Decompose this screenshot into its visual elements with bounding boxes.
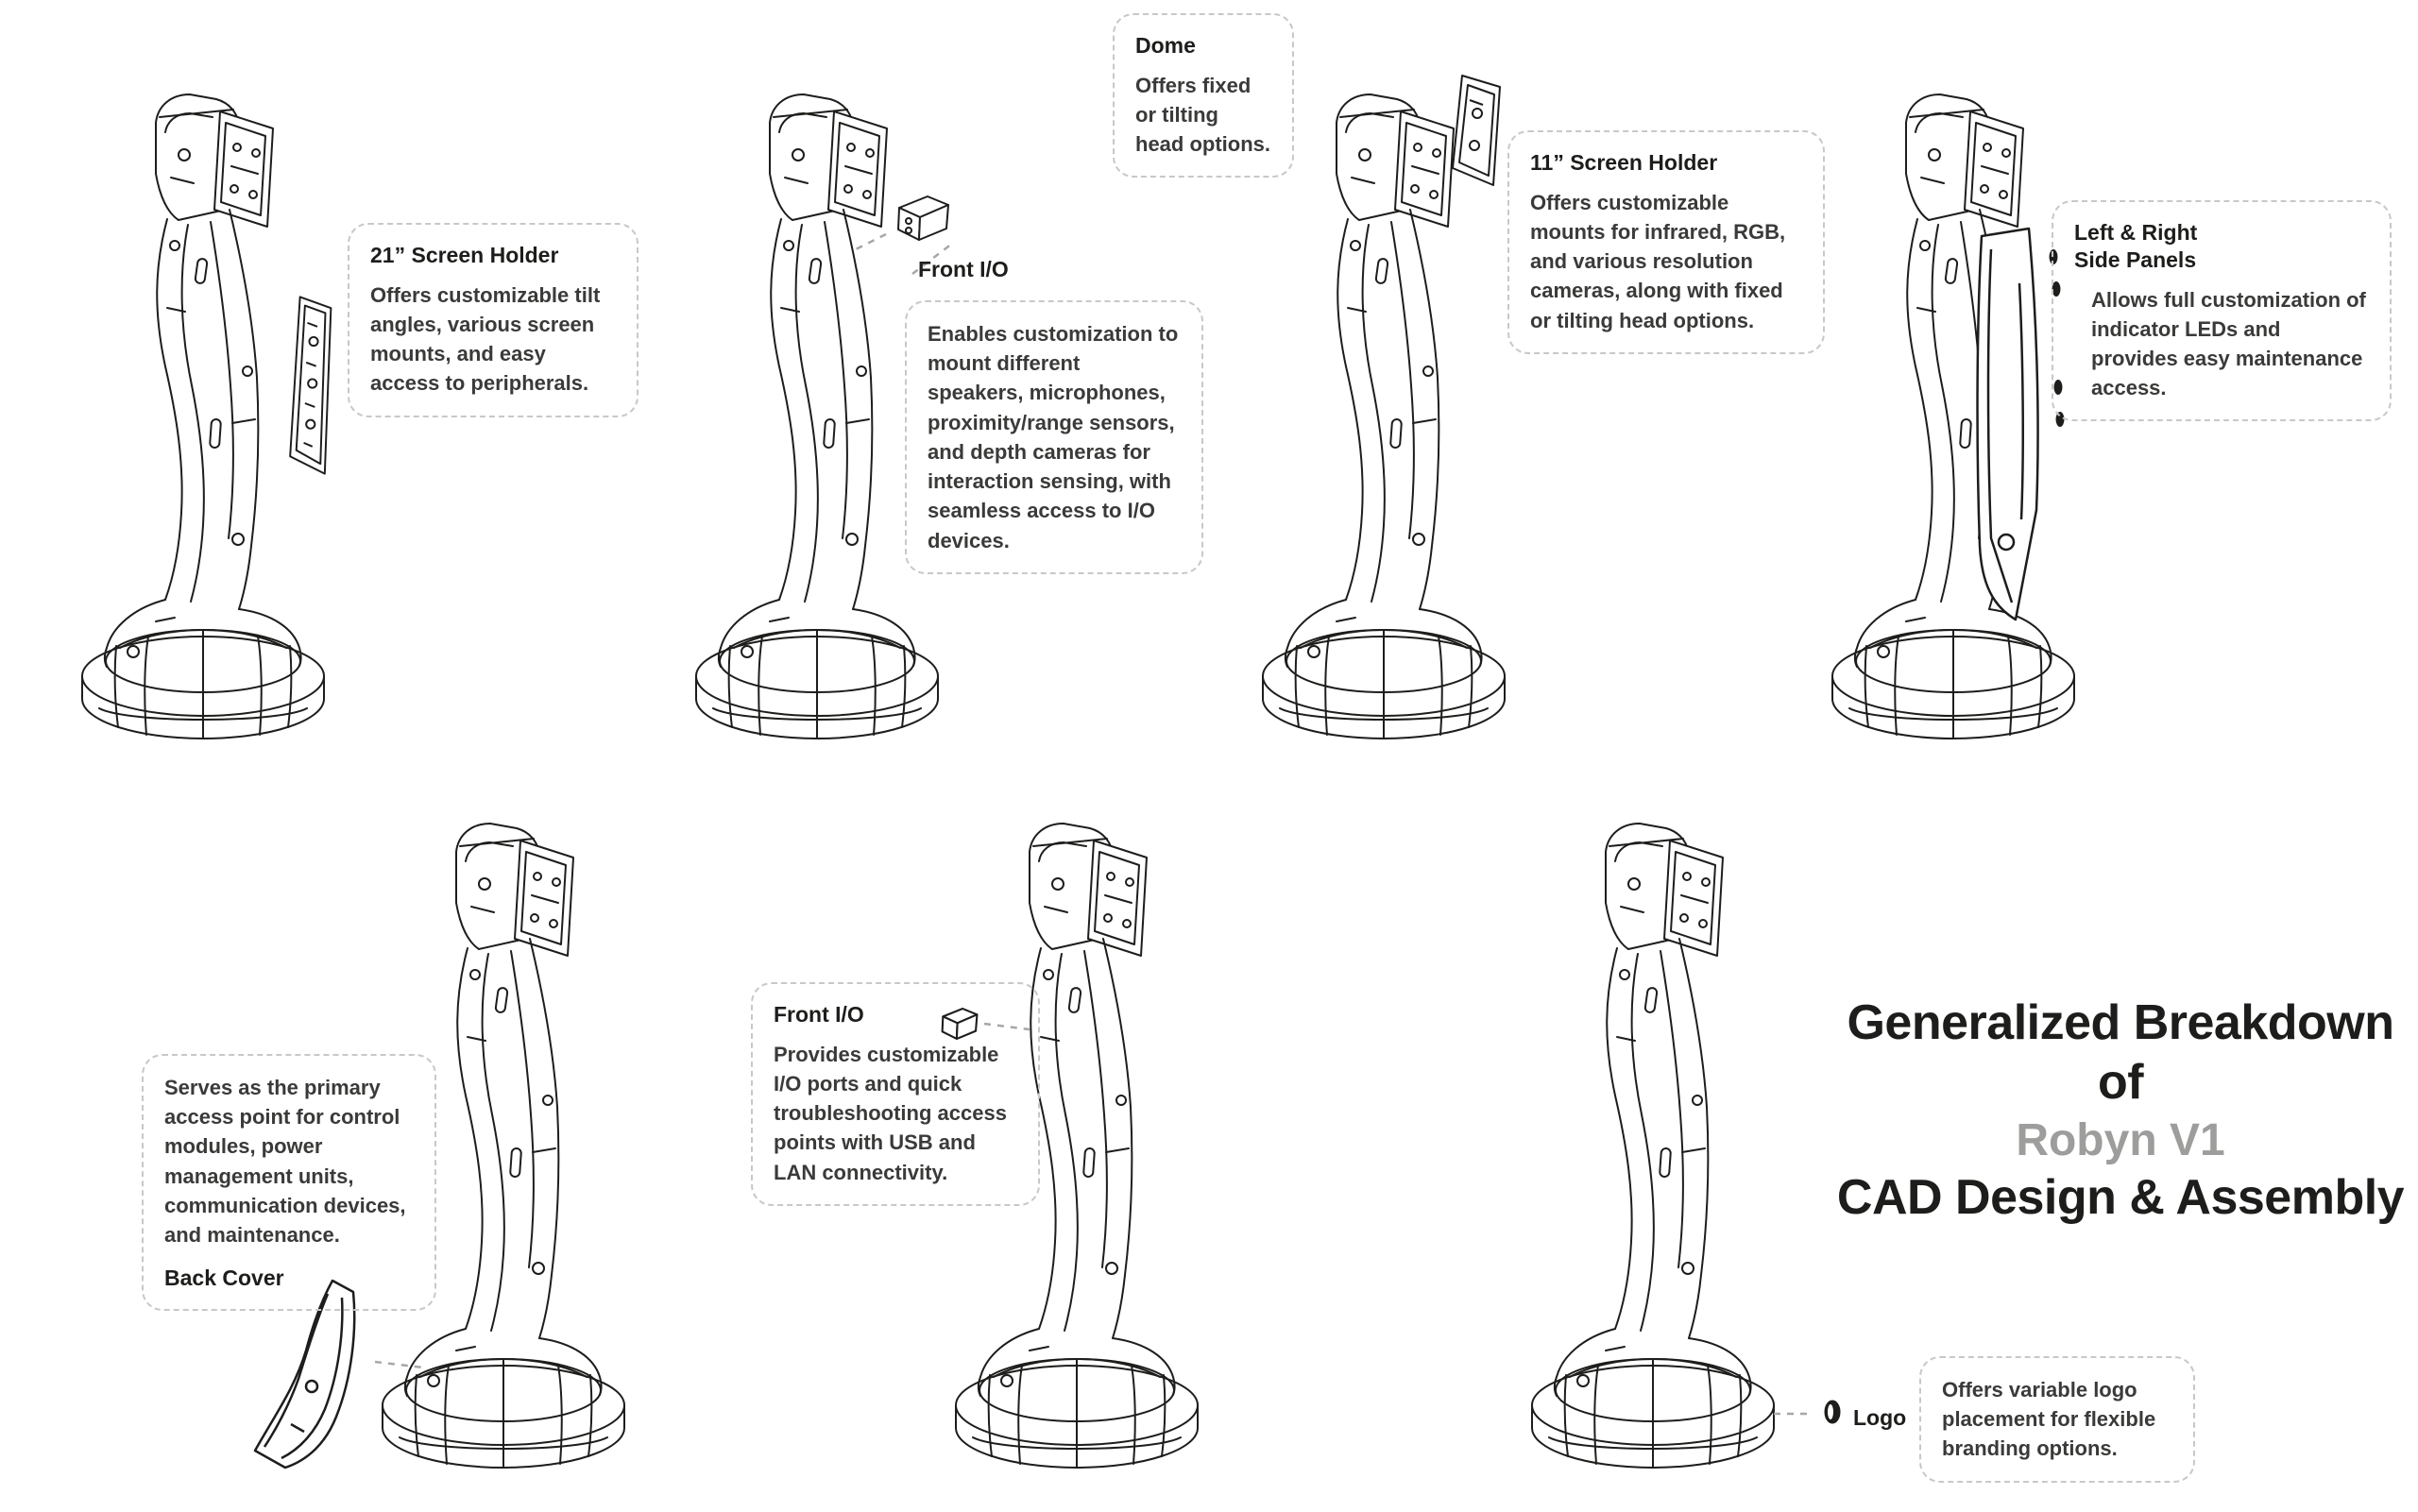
callout-body: Enables customization to mount different… (928, 322, 1179, 552)
title-line-1: Generalized Breakdown of (1847, 995, 2394, 1111)
callout-label: Back Cover (164, 1266, 284, 1291)
callout-body: Provides customizable I/O ports and quic… (774, 1042, 1007, 1184)
callout-label: 11” Screen Holder (1530, 150, 1718, 175)
part-front-io-box-top (897, 195, 949, 241)
callout-label: Front I/O (774, 1002, 864, 1027)
part-11in-screen-holder (1452, 75, 1501, 186)
title-line-2: Robyn V1 (2016, 1114, 2225, 1165)
part-logo-disc (1824, 1400, 1841, 1424)
callout-body: Offers variable logo placement for flexi… (1942, 1378, 2156, 1461)
callout-label: Dome (1135, 33, 1196, 58)
part-back-cover (253, 1279, 356, 1470)
callout-label: 21” Screen Holder (370, 243, 559, 267)
robot-wireframe-view-7 (1511, 812, 1795, 1483)
part-21in-screen-holder (289, 296, 332, 475)
callout-11in-screen-holder: 11” Screen Holder Offers customizable mo… (1507, 130, 1825, 354)
callout-21in-screen-holder: 21” Screen Holder Offers customizable ti… (348, 223, 639, 417)
callout-label-logo: Logo (1853, 1405, 1907, 1430)
callout-logo: Offers variable logo placement for flexi… (1919, 1356, 2195, 1483)
callout-front-io-top: Enables customization to mount different… (905, 300, 1203, 574)
callout-front-io-bottom: Front I/O Provides customizable I/O port… (751, 982, 1040, 1206)
callout-body: Allows full customization of indicator L… (2091, 287, 2366, 400)
part-front-io-box-bottom (941, 1007, 979, 1041)
callout-label: Left & Right Side Panels (2074, 220, 2198, 272)
callout-side-panels: Left & Right Side Panels Allows full cus… (2052, 200, 2392, 422)
callout-body: Offers customizable tilt angles, various… (370, 282, 601, 396)
diagram-title: Generalized Breakdown of Robyn V1 CAD De… (1818, 994, 2418, 1229)
callout-back-cover: Serves as the primary access point for c… (142, 1054, 436, 1312)
callout-label-front-io-top: Front I/O (918, 257, 1009, 281)
part-side-panel (1976, 227, 2065, 621)
callout-body: Offers fixed or tilting head options. (1135, 73, 1270, 157)
title-line-3: CAD Design & Assembly (1836, 1170, 2405, 1226)
callout-dome: Dome Offers fixed or tilting head option… (1113, 13, 1294, 178)
callout-body: Offers customizable mounts for infrared,… (1530, 190, 1786, 332)
callout-body: Serves as the primary access point for c… (164, 1076, 406, 1248)
